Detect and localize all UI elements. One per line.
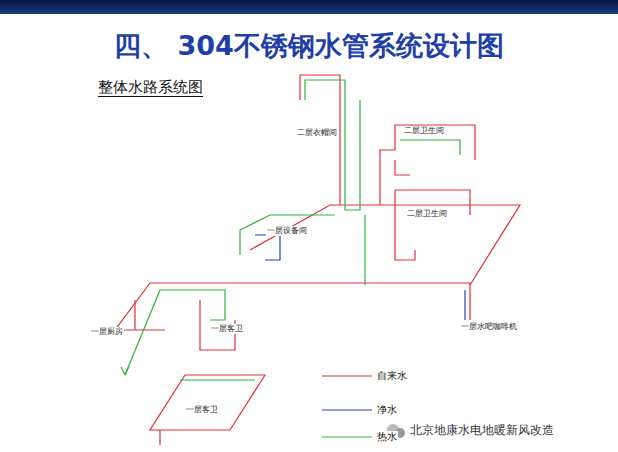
room-label: 一层水吧咖啡机 (460, 322, 518, 332)
watermark: 北京地康水电地暖新风改造 (408, 423, 556, 438)
top-bar (0, 0, 618, 14)
room-label: 二层卫生间 (403, 126, 445, 136)
room-label: 二层卫生间 (406, 209, 448, 219)
legend-text: 净水 (376, 404, 398, 416)
subtitle: 整体水路系统图 (98, 78, 203, 97)
legend-text: 自来水 (376, 370, 408, 382)
room-label: 一层厨房 (90, 327, 124, 337)
legend-text: 热水 (376, 431, 398, 443)
slide-title: 四、 304不锈钢水管系统设计图 (0, 28, 618, 64)
room-label: 二层衣帽间 (296, 128, 338, 138)
room-label: 一层客卫 (210, 324, 244, 334)
room-label: 一层客卫 (185, 405, 219, 415)
room-label: 一层设备间 (266, 226, 308, 236)
